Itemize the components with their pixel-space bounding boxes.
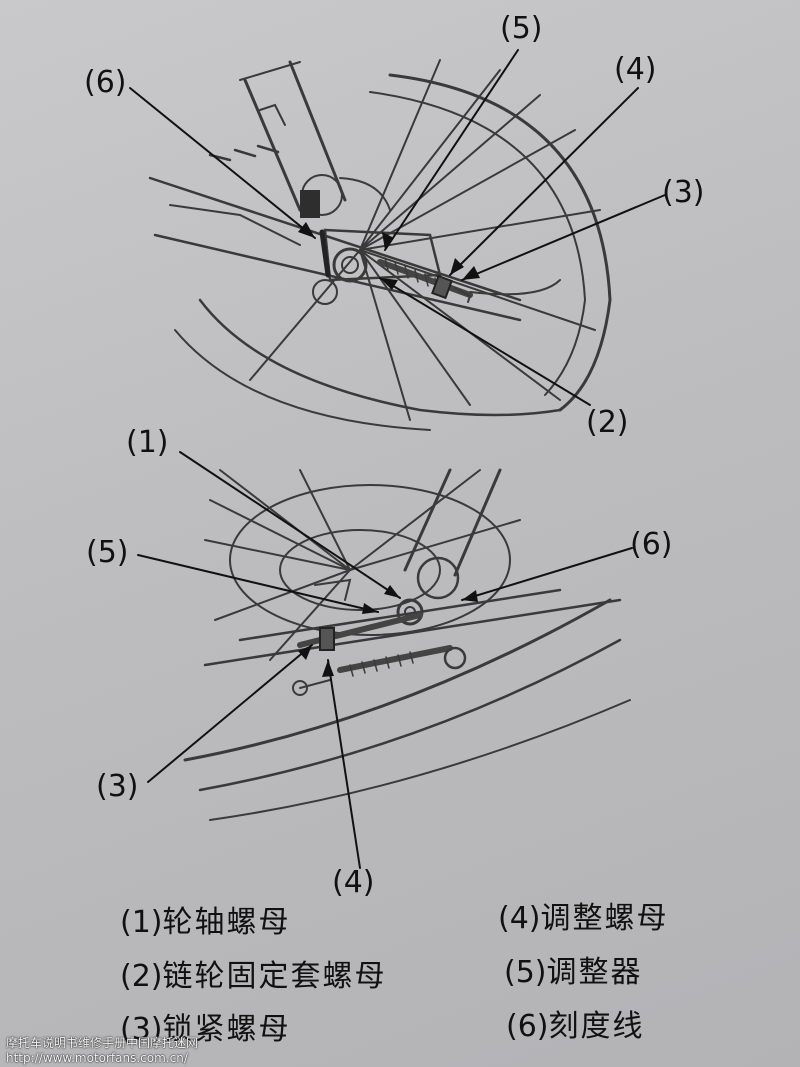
legend-text: 轮轴螺母 [162, 905, 291, 940]
legend-item-3: (3)锁紧螺母 [120, 1015, 291, 1045]
callout-bottom-1: (1) [126, 425, 169, 460]
legend-num: (3) [120, 1012, 163, 1047]
legend-text: 锁紧螺母 [162, 1012, 291, 1047]
callout-bottom-4: (4) [332, 865, 375, 900]
callout-top-3: (3) [662, 175, 705, 210]
legend-text: 链轮固定套螺母 [162, 959, 387, 994]
legend-item-4: (4)调整螺母 [498, 904, 669, 934]
watermark-title: 摩托车说明书维修手册中国摩托迷网 [6, 1036, 199, 1050]
watermark-url: http://www.motorfans.com.cn/ [6, 1051, 188, 1065]
legend-text: 刻度线 [548, 1009, 645, 1044]
top-illustration [148, 59, 612, 431]
legend-num: (6) [506, 1009, 549, 1044]
callout-top-6: (6) [84, 65, 127, 100]
legend-num: (2) [120, 959, 163, 994]
legend-text: 调整器 [546, 955, 643, 990]
callout-top-4: (4) [614, 52, 657, 87]
top-leader-lines [129, 49, 666, 406]
legend-text: 调整螺母 [540, 901, 669, 936]
callout-top-5: (5) [500, 11, 543, 46]
legend-item-1: (1)轮轴螺母 [120, 908, 291, 938]
callout-top-2: (2) [586, 405, 629, 440]
legend-item-6: (6)刻度线 [506, 1012, 645, 1042]
legend-item-2: (2)链轮固定套螺母 [120, 962, 387, 992]
legend-num: (1) [120, 905, 163, 940]
callout-bottom-5: (5) [86, 535, 129, 570]
legend-num: (5) [504, 955, 547, 990]
bottom-illustration [183, 468, 631, 821]
legend-num: (4) [498, 901, 541, 936]
legend-item-5: (5)调整器 [504, 958, 643, 988]
callout-bottom-3: (3) [96, 769, 139, 804]
callout-bottom-6: (6) [630, 527, 673, 562]
bottom-leader-lines [137, 451, 633, 869]
